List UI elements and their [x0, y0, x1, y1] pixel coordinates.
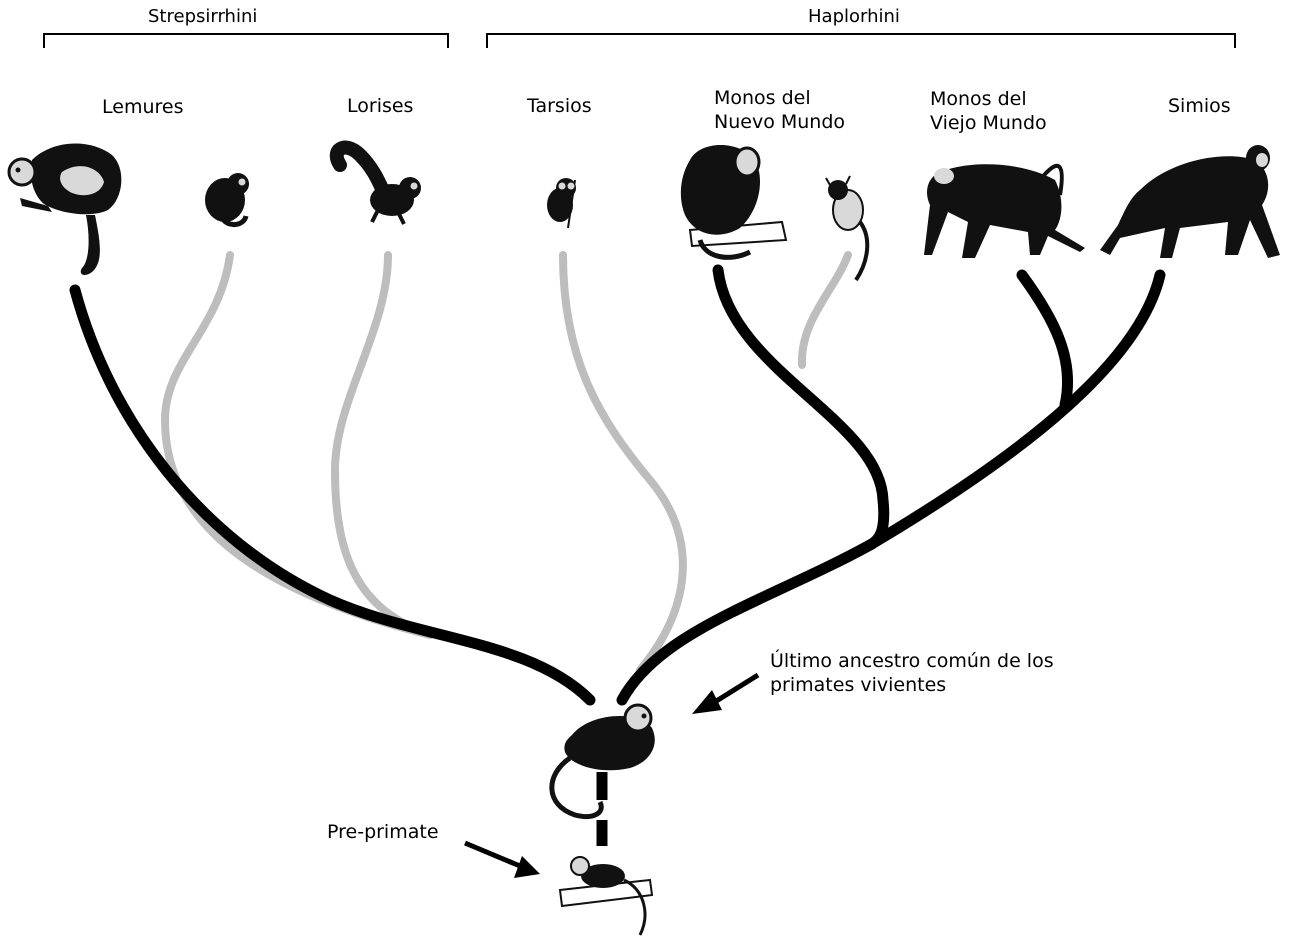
haplorhini-bracket: [487, 34, 1235, 48]
taxon-label-tarsios: Tarsios: [527, 94, 592, 118]
group-label-strepsirrhini: Strepsirrhini: [148, 6, 257, 28]
annotation-pre-primate: Pre-primate: [327, 820, 439, 844]
dwarf-lemur-illustration: [205, 173, 249, 225]
annotation-common-ancestor-line2: primates vivientes: [770, 673, 946, 697]
pre-primate-illustration: [560, 857, 652, 935]
loris-illustration: [337, 148, 421, 224]
taxon-label-lorises: Lorises: [347, 94, 413, 118]
tarsier-illustration: [547, 178, 576, 228]
branch-ape: [870, 275, 1160, 545]
lemur-illustration: [9, 144, 121, 275]
taxon-label-old-world-line1: Monos del: [930, 87, 1027, 111]
taxon-label-new-world-line1: Monos del: [714, 86, 811, 110]
taxon-label-lemures: Lemures: [102, 95, 183, 119]
branch-marmoset: [802, 255, 848, 365]
old-world-monkey-illustration: [924, 164, 1085, 258]
ancestor-arrow: [692, 675, 758, 714]
branch-new-world-monkey: [718, 270, 884, 545]
group-label-haplorhini: Haplorhini: [808, 6, 900, 28]
taxon-label-new-world-line2: Nuevo Mundo: [714, 110, 845, 134]
annotation-common-ancestor-line1: Último ancestro común de los: [770, 649, 1054, 673]
branch-old-world-monkey: [1022, 275, 1068, 405]
taxon-label-simios: Simios: [1168, 94, 1231, 118]
new-world-monkey-illustration: [681, 145, 786, 257]
major-lineages: [75, 270, 1160, 700]
strepsirrhini-bracket: [44, 34, 448, 48]
branch-tarsier: [563, 255, 683, 670]
taxon-label-old-world-line2: Viejo Mundo: [930, 111, 1047, 135]
ape-illustration: [1100, 145, 1280, 258]
branch-loris: [335, 255, 430, 635]
preprimate-arrow: [465, 843, 540, 878]
